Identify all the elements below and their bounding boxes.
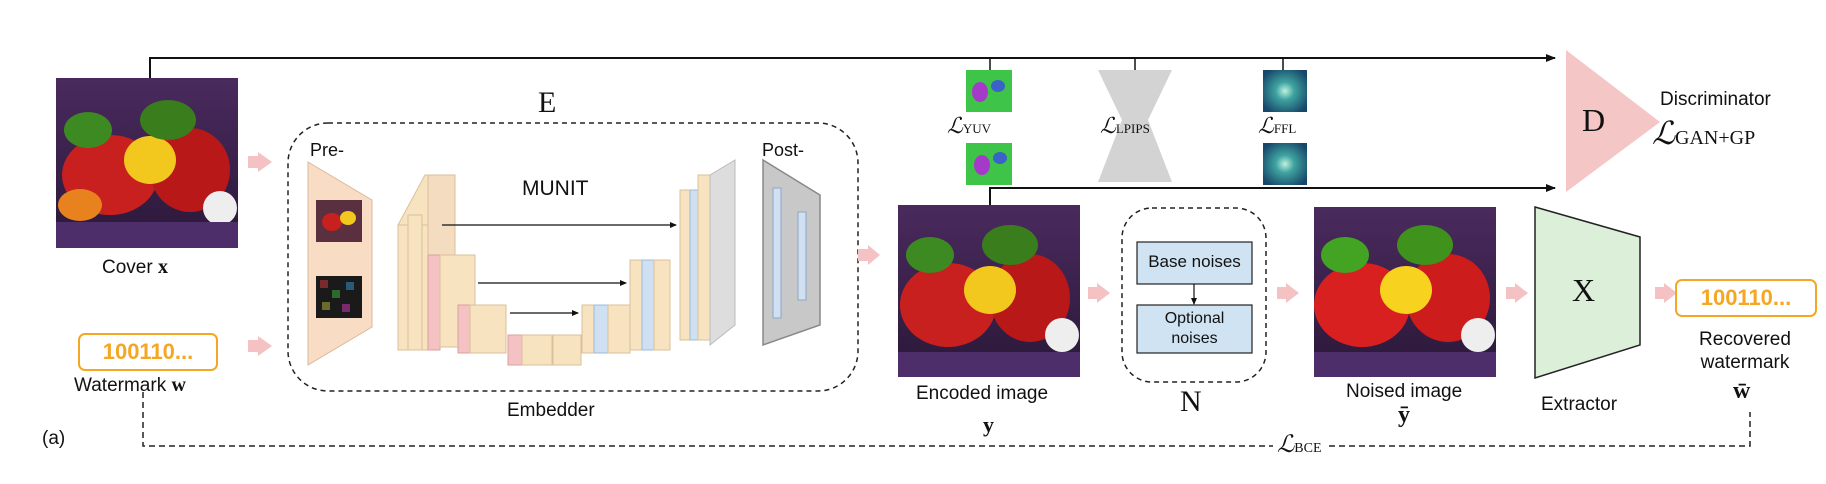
- post-block: [762, 158, 821, 347]
- recovered-caption-line2: watermark: [1700, 352, 1790, 373]
- discriminator-letter: D: [1582, 102, 1606, 138]
- ffl-spectrum-icon-2: [1263, 143, 1307, 185]
- noised-image: [1314, 207, 1496, 377]
- ffl-loss-label: ℒFFL: [1258, 113, 1297, 138]
- noise-box: [1121, 207, 1267, 383]
- pre-label: Pre-: [310, 140, 345, 160]
- noise-letter: N: [1180, 385, 1202, 418]
- encoded-image: [898, 205, 1080, 377]
- yuv-loss-label: ℒYUV: [947, 113, 992, 138]
- gan-gp-loss-label: ℒGAN+GP: [1652, 115, 1756, 151]
- encoded-to-discriminator-arrow: [989, 184, 1556, 205]
- cover-caption: Cover x: [102, 256, 168, 278]
- noised-symbol: ȳ: [1398, 402, 1410, 428]
- panel-label: (a): [42, 428, 66, 449]
- post-label: Post-: [762, 140, 805, 160]
- bce-loss-label: ℒBCE: [1273, 430, 1326, 459]
- embedder-letter: E: [538, 86, 557, 119]
- embedder-caption: Embedder: [507, 400, 595, 421]
- lpips-network-icon: [1098, 70, 1172, 182]
- extractor-letter: X: [1572, 272, 1596, 308]
- recovered-symbol: w̄: [1733, 378, 1751, 404]
- base-noises-label: Base noises: [1148, 252, 1241, 271]
- ffl-spectrum-icon-1: [1263, 70, 1307, 112]
- munit-decoder: [552, 159, 736, 366]
- munit-encoder: [397, 174, 553, 366]
- encoded-caption: Encoded image: [916, 383, 1049, 404]
- yuv-loss-icons: [966, 70, 1012, 185]
- cover-image: [56, 78, 238, 248]
- lpips-loss-label: ℒLPIPS: [1100, 113, 1150, 138]
- flow-arrow-1: [258, 152, 272, 172]
- cover-to-discriminator-arrow: [149, 54, 1556, 78]
- pre-block: [307, 161, 373, 366]
- flow-arrow-2: [258, 336, 272, 356]
- optional-noises-box: [1136, 304, 1253, 354]
- discriminator-block: [1566, 50, 1660, 192]
- recovered-caption-line1: Recovered: [1699, 329, 1791, 350]
- watermark-bits-box: 100110...: [78, 333, 218, 371]
- recovered-bits-box: 100110...: [1675, 279, 1817, 317]
- extractor-block: [1534, 206, 1641, 380]
- munit-label: MUNIT: [522, 177, 589, 200]
- noised-caption: Noised image: [1346, 381, 1463, 402]
- extractor-caption: Extractor: [1541, 394, 1618, 415]
- embedder-box: [287, 122, 859, 392]
- watermark-caption: Watermark w: [74, 374, 186, 396]
- encoded-symbol: y: [983, 412, 994, 437]
- discriminator-caption: Discriminator: [1660, 89, 1771, 110]
- optional-noises-label: Optional noises: [1164, 310, 1225, 347]
